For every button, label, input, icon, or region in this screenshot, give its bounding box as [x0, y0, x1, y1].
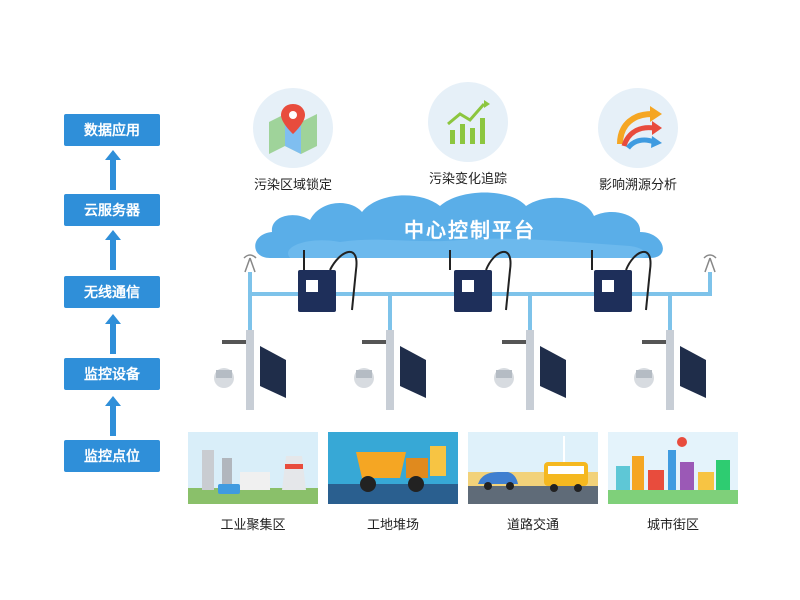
feature-source-analysis: 影响溯源分析 [573, 88, 703, 193]
monitor-station-icon [634, 330, 706, 410]
feature-circle [598, 88, 678, 168]
monitor-station-icon [494, 330, 566, 410]
scene-city-image [608, 432, 738, 504]
feature-pollution-trend: 污染变化追踪 [403, 82, 533, 187]
layer-data-application: 数据应用 [64, 114, 160, 146]
signal-tower-icon [243, 254, 257, 273]
feature-label: 污染区域锁定 [253, 178, 332, 193]
up-arrow-icon [105, 314, 121, 354]
feature-label: 污染变化追踪 [428, 172, 507, 187]
scene-construction-image [328, 432, 458, 504]
scene-traffic-image [468, 432, 598, 504]
layer-wireless: 无线通信 [64, 276, 160, 308]
scene-label: 道路交通 [506, 518, 559, 533]
layer-monitor-device: 监控设备 [64, 358, 160, 390]
up-arrow-icon [105, 230, 121, 270]
trend-chart-icon [447, 100, 490, 144]
scene-label: 城市街区 [646, 518, 699, 533]
feature-pollution-area: 污染区域锁定 [228, 88, 358, 193]
scene-industrial-image [188, 432, 318, 504]
router-icon [591, 250, 652, 312]
router-icon [298, 250, 358, 312]
monitor-station-icon [214, 330, 286, 410]
router-icon [449, 250, 512, 312]
cloud-icon [255, 192, 663, 258]
layer-cloud-server: 云服务器 [64, 194, 160, 226]
up-arrow-icon [105, 150, 121, 190]
layer-monitor-point: 监控点位 [64, 440, 160, 472]
signal-tower-icon [703, 254, 717, 273]
scene-label: 工地堆场 [366, 518, 419, 533]
feature-label: 影响溯源分析 [598, 178, 677, 193]
feature-circle [253, 88, 333, 168]
map-pin-icon [269, 104, 317, 154]
arrows-icon [617, 106, 662, 150]
network-diagram [214, 250, 717, 410]
platform-title: 中心控制平台 [404, 218, 536, 242]
scene-label: 工业聚集区 [220, 518, 286, 533]
up-arrow-icon [105, 396, 121, 436]
monitor-station-icon [354, 330, 426, 410]
feature-circle [428, 82, 508, 162]
